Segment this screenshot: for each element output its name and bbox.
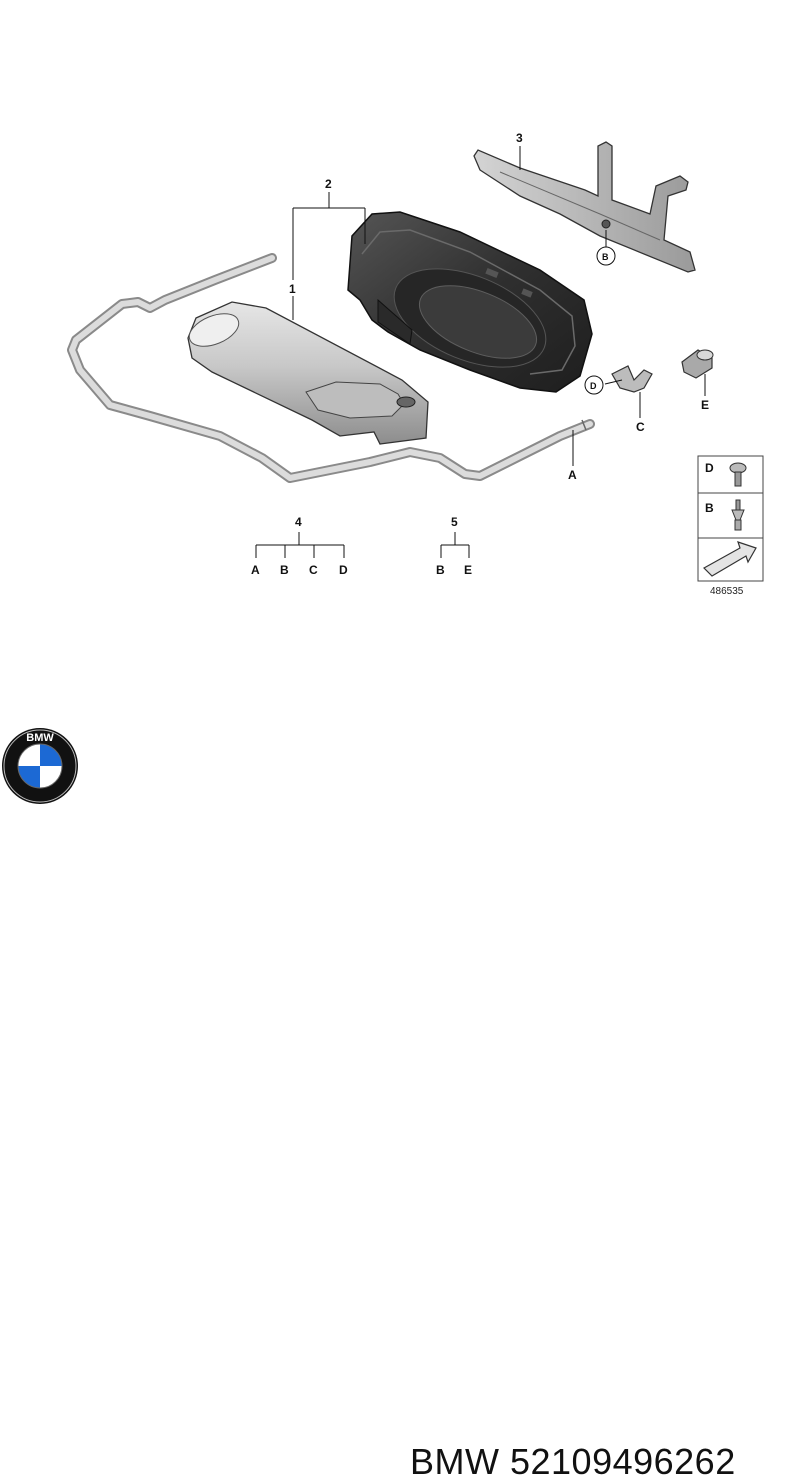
callout-3: 3: [516, 131, 523, 145]
circle-b-marker: [596, 246, 616, 266]
group-4-letter-b: B: [280, 563, 289, 577]
reference-number: 486535: [710, 586, 744, 597]
fastener-legend: D B: [697, 455, 764, 582]
callout-d-circle-label: D: [590, 381, 597, 391]
direction-arrow-icon: [703, 541, 757, 577]
clip-part: [611, 365, 653, 393]
callout-e: E: [701, 398, 709, 412]
group-5-number: 5: [451, 515, 458, 529]
circle-d-marker: [584, 375, 604, 395]
group-4-number: 4: [295, 515, 302, 529]
group-5-tree: 5 B E: [436, 515, 472, 577]
rivet-icon: [731, 499, 745, 531]
callout-b-circle-label: B: [602, 252, 609, 262]
group-5-letter-e: E: [464, 563, 472, 577]
callout-2: 2: [325, 177, 332, 191]
sleeve-part: [681, 349, 714, 379]
legend-row-2-letter: B: [705, 501, 714, 515]
screw-icon: [729, 462, 747, 487]
bracket-part: [473, 141, 696, 273]
bmw-logo: BMW: [2, 728, 78, 804]
bmw-logo-letters: BMW: [26, 732, 54, 744]
callout-lines: [292, 146, 706, 466]
group-4-letter-d: D: [339, 563, 348, 577]
brand-part-number: BMW 52109496262: [410, 1441, 736, 1482]
group-4-tree: 4 A B C D: [251, 515, 348, 577]
callout-c: C: [636, 420, 645, 434]
parts-diagram: 1 2 3 B D C E A 4 A B C D 5 B E D B: [67, 131, 764, 597]
callout-a: A: [568, 468, 577, 482]
canister-part: [187, 301, 429, 445]
legend-row-1-letter: D: [705, 461, 714, 475]
group-5-letter-b: B: [436, 563, 445, 577]
group-4-letter-a: A: [251, 563, 260, 577]
footer: BMW BMW 52109496262: [0, 700, 800, 1482]
callout-1: 1: [289, 282, 296, 296]
group-4-letter-c: C: [309, 563, 318, 577]
rod-part: [67, 253, 595, 483]
housing-part: [347, 211, 593, 393]
